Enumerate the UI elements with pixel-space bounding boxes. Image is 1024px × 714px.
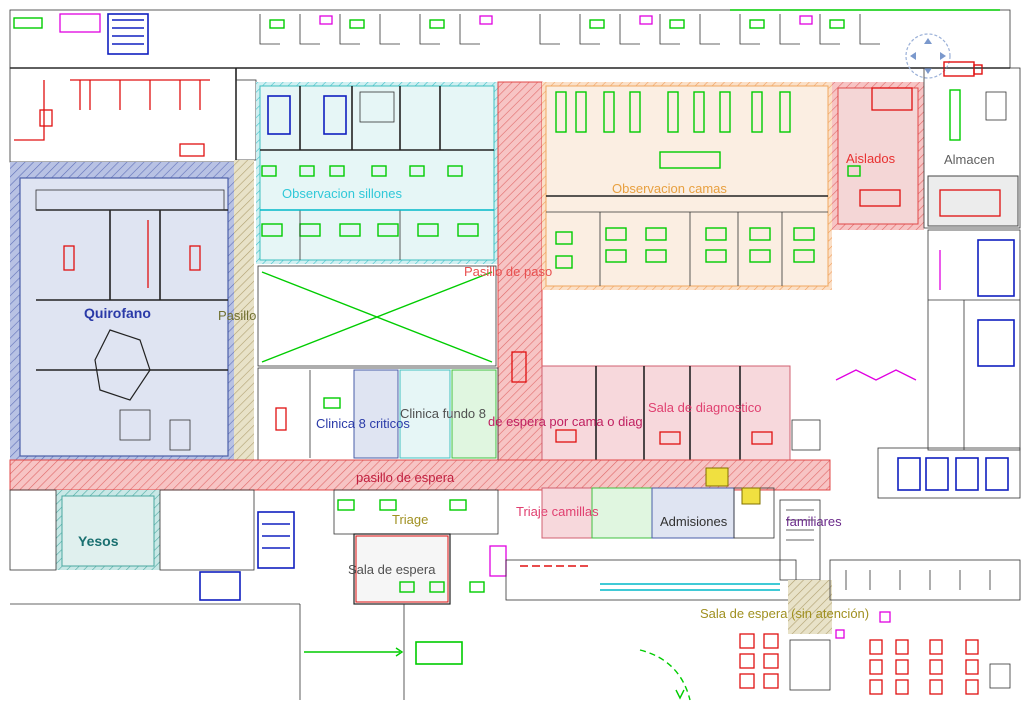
pasillo-corridor xyxy=(234,160,254,465)
label-clinica-fundo: Clinica fundo 8 xyxy=(400,406,486,421)
clinica-rooms xyxy=(257,367,499,461)
yesos-area xyxy=(9,489,255,601)
label-pasillo: Pasillo xyxy=(218,308,256,323)
label-espera-diag: de espera por cama o diag xyxy=(488,414,643,429)
label-familiares: familiares xyxy=(786,514,842,529)
label-sala-de-espera: Sala de espera xyxy=(348,562,436,577)
label-triaje-camillas: Triaje camillas xyxy=(516,504,599,519)
label-admisiones: Admisiones xyxy=(660,514,728,529)
label-quirofano: Quirofano xyxy=(84,305,151,321)
navigation-compass-icon[interactable] xyxy=(905,33,951,79)
sala-espera-sin-atencion-area xyxy=(739,559,1021,695)
almacen-area xyxy=(923,67,1021,229)
quirofano-area xyxy=(10,162,234,462)
vehicle-icon xyxy=(943,61,983,77)
label-sala-espera-sin-atencion: Sala de espera (sin atención) xyxy=(700,606,869,621)
label-clinica-8-criticos: Clinica 8 criticos xyxy=(316,416,410,431)
label-triage: Triage xyxy=(392,512,428,527)
label-aislados: Aislados xyxy=(846,151,896,166)
label-pasillo-de-espera: pasillo de espera xyxy=(356,470,455,485)
outside-area xyxy=(10,603,691,701)
right-rooms xyxy=(835,229,1021,499)
open-hall xyxy=(257,265,497,367)
sala-diagnostico-area xyxy=(541,365,821,461)
label-pasillo-de-paso: Pasillo de paso xyxy=(464,264,552,279)
observacion-camas-area xyxy=(542,82,832,290)
label-yesos: Yesos xyxy=(78,533,119,549)
label-observacion-sillones: Observacion sillones xyxy=(282,186,402,201)
top-offices xyxy=(9,9,1011,69)
aislados-area xyxy=(832,82,924,230)
label-sala-diagnostico: Sala de diagnostico xyxy=(648,400,761,415)
label-observacion-camas: Observacion camas xyxy=(612,181,727,196)
label-almacen: Almacen xyxy=(944,152,995,167)
upper-left-rooms xyxy=(9,67,257,163)
observacion-sillones-area xyxy=(256,82,498,264)
